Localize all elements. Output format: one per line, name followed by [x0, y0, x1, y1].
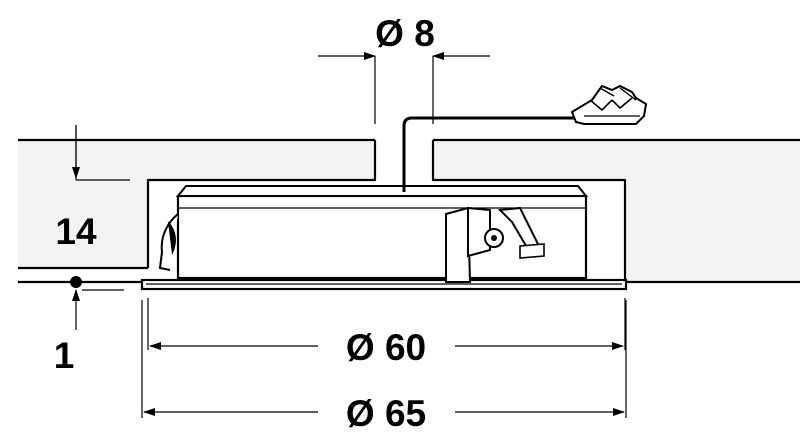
label-flange-diameter: Ø 65: [346, 393, 426, 434]
spring-clip-left: [158, 213, 179, 271]
dimension-cable-hole: Ø 8: [318, 13, 490, 124]
label-housing-diameter: Ø 60: [346, 327, 426, 368]
cable-with-connector: [402, 84, 648, 192]
panel-section: [18, 138, 800, 284]
spring-clip-right: [445, 206, 545, 283]
dimension-flange-diameter: Ø 65: [141, 300, 627, 434]
label-flange-thickness: 1: [54, 335, 75, 376]
reference-dot: [70, 276, 82, 288]
downlight-housing: [140, 185, 628, 291]
dimension-panel-thickness: 14: [55, 125, 130, 252]
label-panel-thickness: 14: [55, 211, 97, 252]
label-cable-hole-diameter: Ø 8: [375, 13, 435, 54]
dimension-flange-thickness: 1: [54, 276, 124, 376]
dimension-housing-diameter: Ø 60: [147, 298, 626, 368]
